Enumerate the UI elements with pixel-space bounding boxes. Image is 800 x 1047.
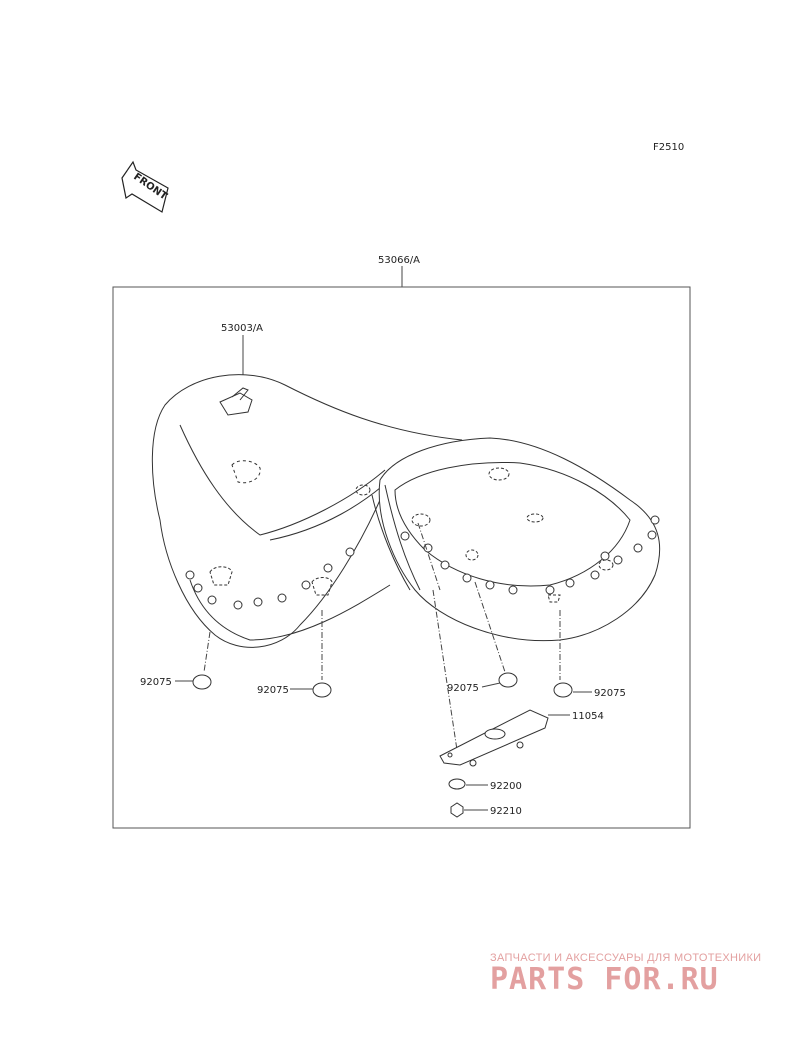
- watermark-logo: PARTS FOR.RU: [490, 962, 719, 997]
- nut-part: [450, 802, 464, 818]
- label-washer: 92200: [490, 781, 522, 792]
- figure-code: F2510: [653, 142, 684, 153]
- label-seat-assembly: 53066/A: [378, 255, 420, 266]
- damper-parts: [192, 672, 573, 698]
- label-nut: 92210: [490, 806, 522, 817]
- assembly-frame: [112, 286, 691, 829]
- label-bracket: 11054: [572, 711, 604, 722]
- label-damper-3: 92075: [447, 683, 479, 694]
- label-damper-1: 92075: [140, 677, 172, 688]
- seat-illustration: [151, 374, 661, 648]
- label-seat-cover: 53003/A: [221, 323, 263, 334]
- leader-lines: [203, 522, 561, 751]
- front-arrow-icon: FRONT: [121, 160, 169, 213]
- watermark-tagline: ЗАПЧАСТИ И АКСЕССУАРЫ ДЛЯ МОТОТЕХНИКИ: [490, 952, 762, 964]
- label-damper-4: 92075: [594, 688, 626, 699]
- label-damper-2: 92075: [257, 685, 289, 696]
- washer-part: [448, 778, 466, 790]
- bracket-part: [439, 709, 549, 767]
